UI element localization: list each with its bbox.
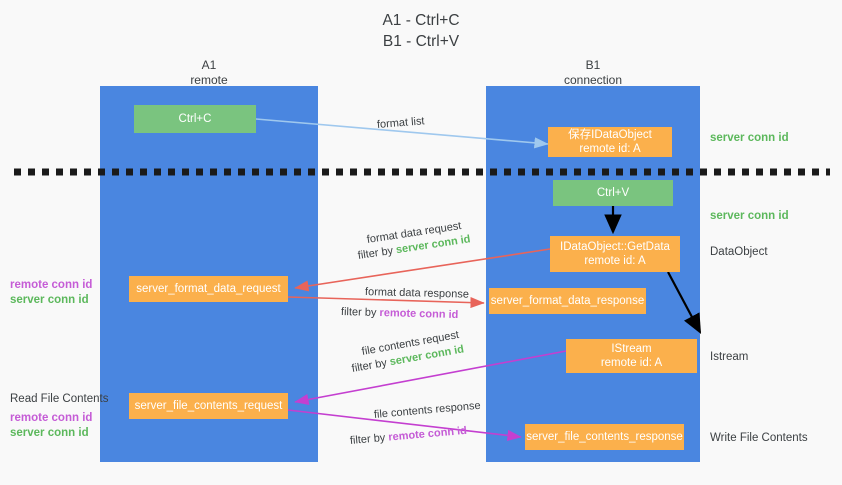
box-istream-line1: IStream xyxy=(611,343,652,355)
filter-value-remote-conn-id: remote conn id xyxy=(387,424,468,444)
left-label-file-remote-conn-id: remote conn id xyxy=(10,412,93,424)
left-label-file-server-conn-id: server conn id xyxy=(10,427,89,439)
box-getdata-line1: IDataObject::GetData xyxy=(560,241,670,253)
left-label-group-file: remote conn id server conn id xyxy=(10,411,92,441)
box-server-format-data-request-label: server_format_data_request xyxy=(136,283,281,295)
filter-value-remote-conn-id: remote conn id xyxy=(379,307,459,322)
box-istream[interactable]: IStream remote id: A xyxy=(566,339,697,373)
annotation-format-list: format list xyxy=(376,115,425,131)
box-ctrl-v-label: Ctrl+V xyxy=(596,187,630,199)
right-label-server-conn-id-top: server conn id xyxy=(710,132,789,144)
box-server-format-data-response-label: server_format_data_response xyxy=(490,295,645,307)
left-label-group-format: remote conn id server conn id xyxy=(10,278,92,308)
annotation-format-data-response: format data response xyxy=(364,286,470,301)
box-server-file-contents-response[interactable]: server_file_contents_response xyxy=(525,424,684,450)
box-server-file-contents-request[interactable]: server_file_contents_request xyxy=(129,393,288,419)
left-label-format-remote-conn-id: remote conn id xyxy=(10,279,93,291)
right-label-server-conn-id-mid: server conn id xyxy=(710,210,789,222)
right-label-write-file-contents: Write File Contents xyxy=(710,432,808,444)
right-label-dataobject: DataObject xyxy=(710,246,768,258)
column-b1-name: B1 xyxy=(585,58,601,72)
box-server-format-data-request[interactable]: server_format_data_request xyxy=(129,276,288,302)
box-ctrl-c-label: Ctrl+C xyxy=(178,113,212,125)
title-line-1: A1 - Ctrl+C xyxy=(382,12,460,29)
box-istream-line2: remote id: A xyxy=(600,357,663,369)
left-label-format-server-conn-id: server conn id xyxy=(10,294,89,306)
box-server-file-contents-request-label: server_file_contents_request xyxy=(134,400,283,412)
column-header-b1: B1 connection xyxy=(486,58,700,87)
right-label-istream: Istream xyxy=(710,351,749,363)
filter-prefix: filter by xyxy=(357,244,397,262)
box-server-format-data-response[interactable]: server_format_data_response xyxy=(489,288,646,314)
box-ctrl-c[interactable]: Ctrl+C xyxy=(134,105,256,133)
filter-prefix: filter by xyxy=(349,431,389,447)
column-header-a1: A1 remote xyxy=(100,58,318,87)
annotation-file-contents-response: file contents response xyxy=(373,399,482,421)
box-save-idataobject-line1: 保存IDataObject xyxy=(568,129,652,141)
column-b1-sub: connection xyxy=(563,72,623,87)
annotation-format-data-response-filter: filter by remote conn id xyxy=(341,305,459,323)
column-a1-name: A1 xyxy=(201,58,217,72)
page-title: A1 - Ctrl+C B1 - Ctrl+V xyxy=(0,10,842,52)
box-idataobject-getdata[interactable]: IDataObject::GetData remote id: A xyxy=(550,236,680,272)
column-a1-sub: remote xyxy=(190,72,228,87)
annotation-file-contents-response-filter: filter by remote conn id xyxy=(349,424,467,449)
box-save-idataobject-line2: remote id: A xyxy=(579,143,641,155)
box-save-idataobject[interactable]: 保存IDataObject remote id: A xyxy=(548,127,672,157)
filter-prefix: filter by xyxy=(340,306,380,320)
title-line-2: B1 - Ctrl+V xyxy=(382,33,460,50)
left-label-read-file-contents: Read File Contents xyxy=(10,393,109,405)
filter-prefix: filter by xyxy=(350,356,391,375)
box-getdata-line2: remote id: A xyxy=(584,255,646,267)
box-server-file-contents-response-label: server_file_contents_response xyxy=(526,431,683,443)
box-ctrl-v[interactable]: Ctrl+V xyxy=(553,180,673,206)
